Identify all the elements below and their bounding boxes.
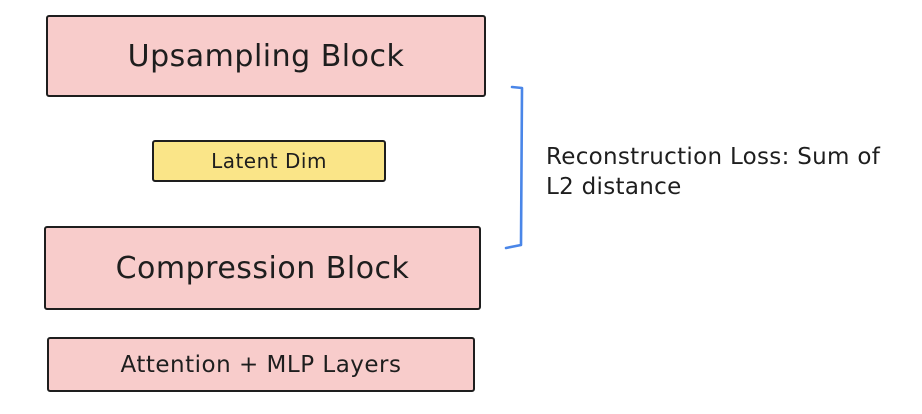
node-latent-dim: Latent Dim: [152, 140, 386, 182]
node-upsampling-block: Upsampling Block: [46, 15, 486, 97]
annotation-line-2: L2 distance: [546, 174, 682, 200]
annotation-line-1: Reconstruction Loss: Sum of: [546, 144, 881, 170]
attention-mlp-layers-label: Attention + MLP Layers: [120, 351, 402, 378]
upsampling-block-label: Upsampling Block: [127, 38, 405, 74]
latent-dim-label: Latent Dim: [211, 149, 327, 173]
node-compression-block: Compression Block: [44, 226, 481, 310]
compression-block-label: Compression Block: [115, 250, 410, 286]
annotation-reconstruction-loss: Reconstruction Loss: Sum of L2 distance: [546, 142, 896, 202]
node-attention-mlp-layers: Attention + MLP Layers: [47, 337, 475, 392]
reconstruction-loss-bracket-icon: [504, 85, 524, 250]
